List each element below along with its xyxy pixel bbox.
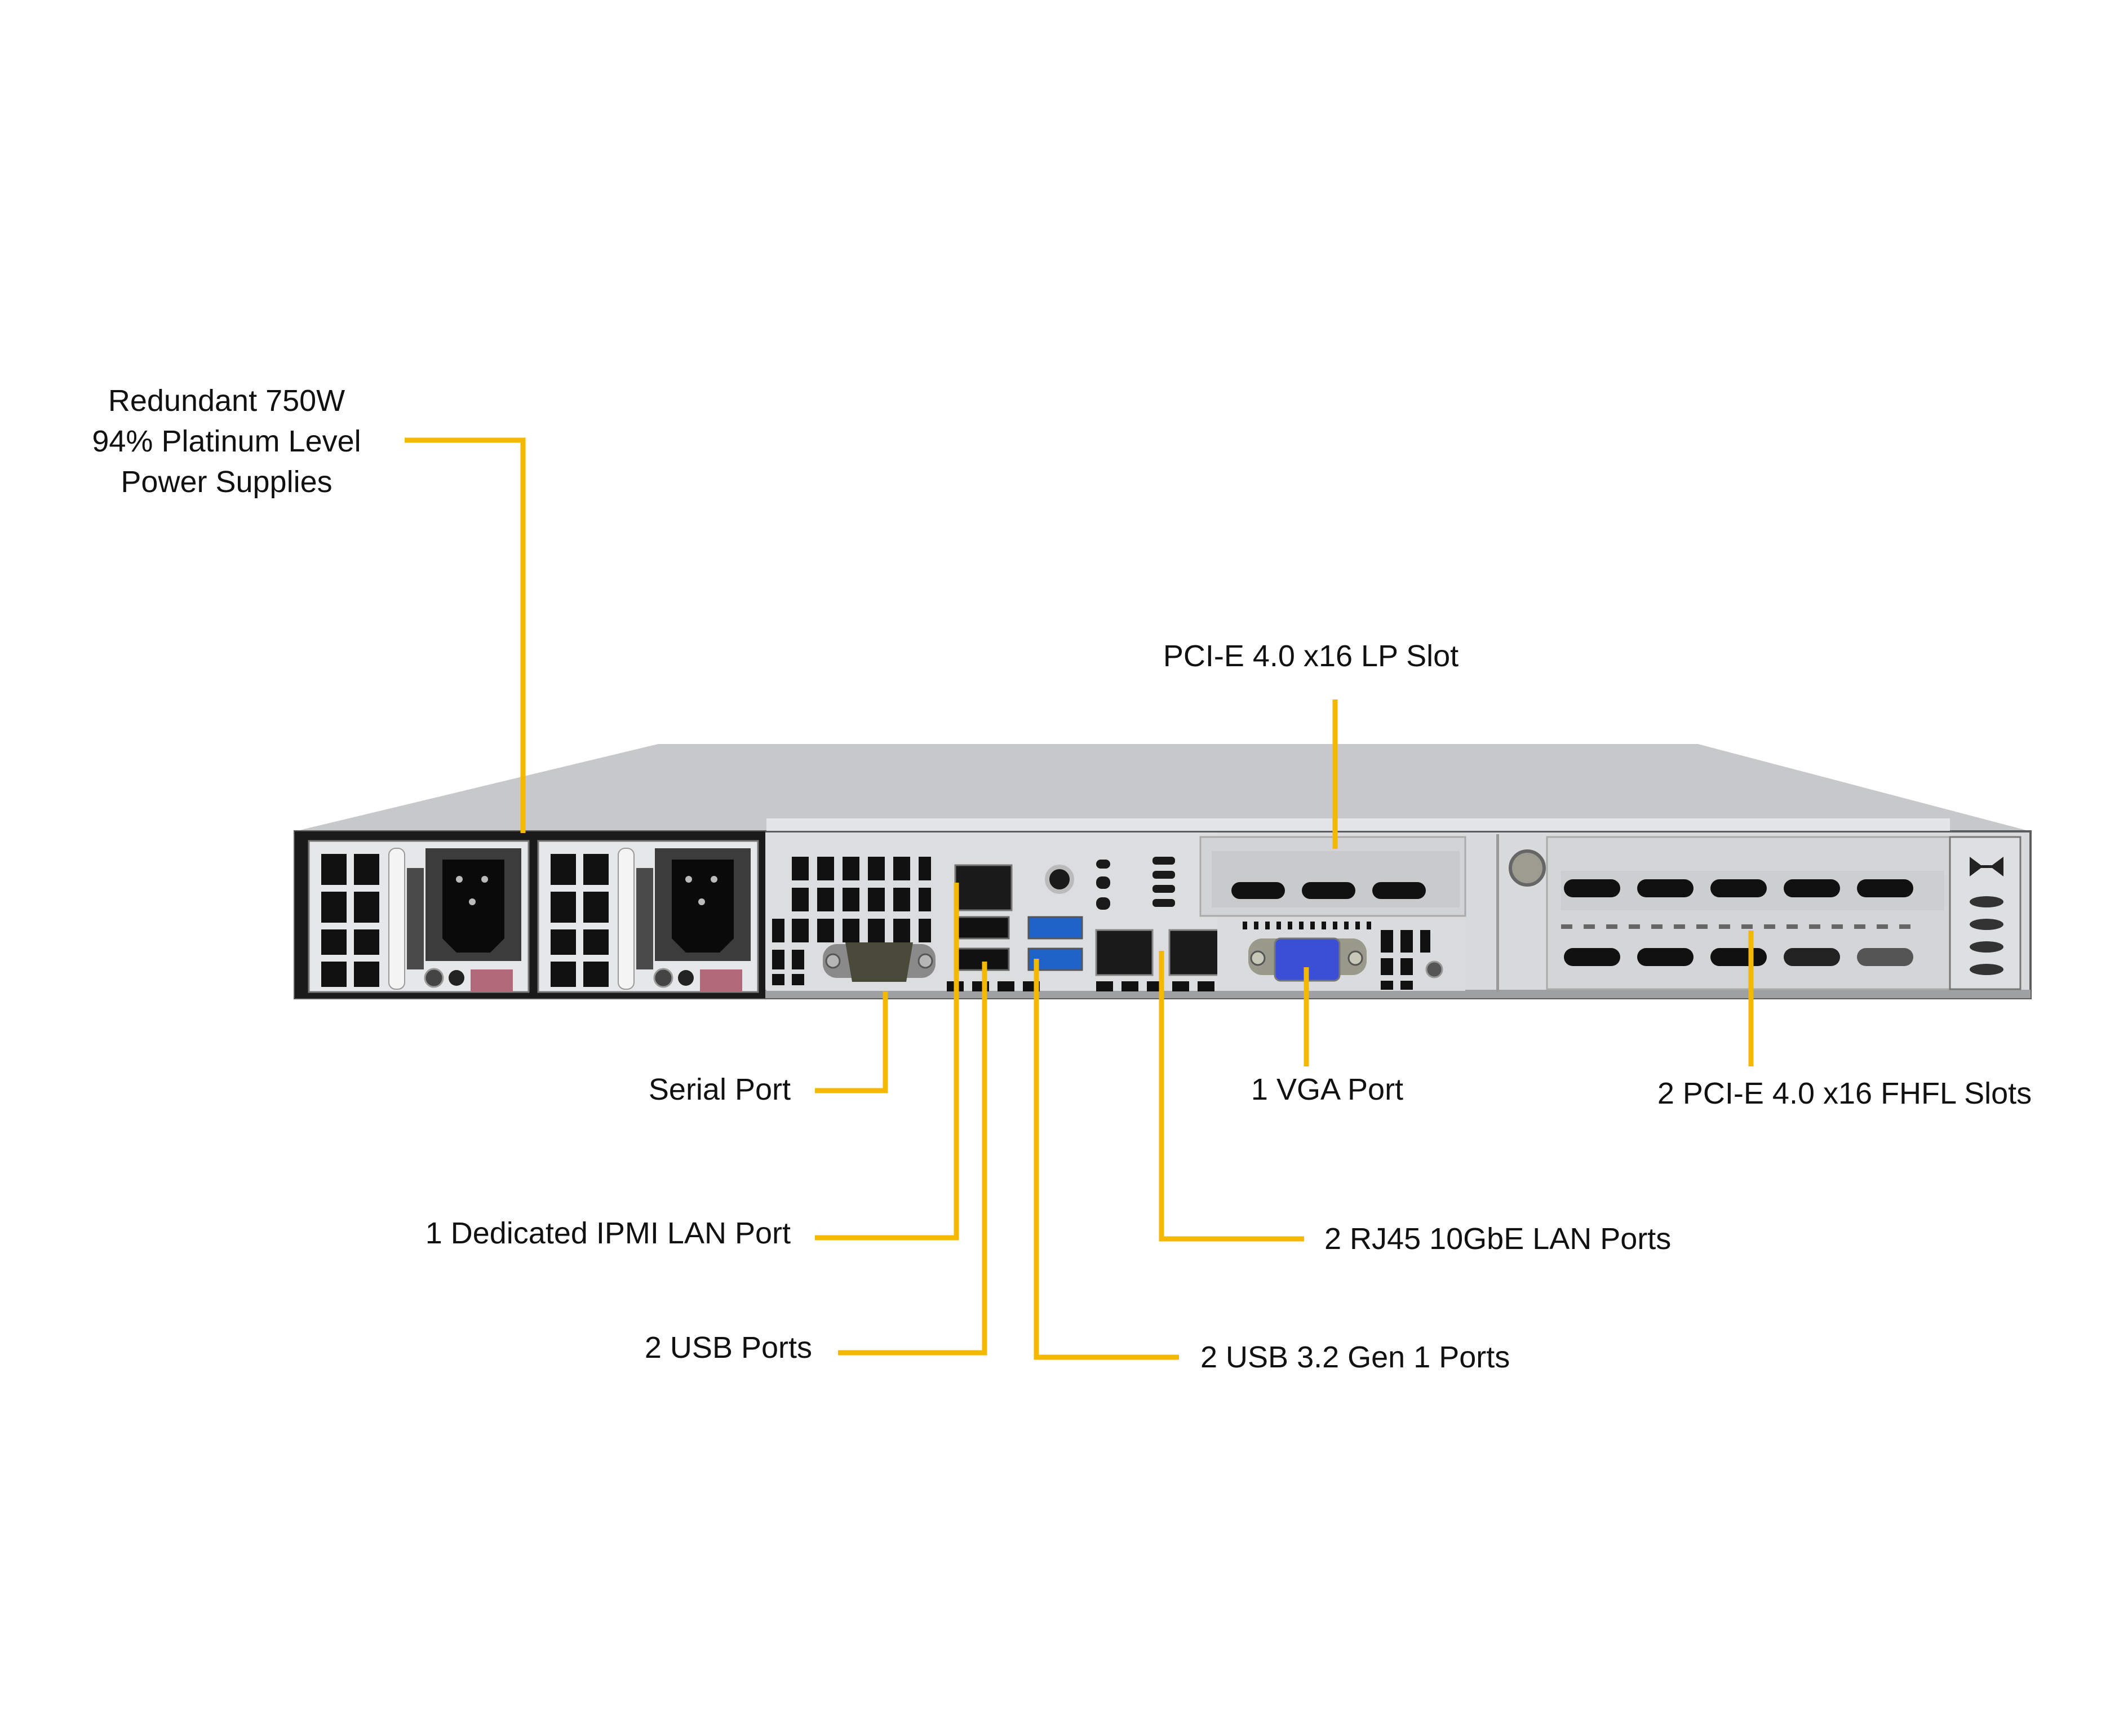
uid-button [1045,865,1074,894]
rack-ear [1949,836,2022,990]
usb-port-1 [957,916,1010,940]
riser-divider [1496,834,1499,992]
leader-lines [405,437,1754,1360]
leader-rj45-lan-ports [1159,951,1304,1242]
callout-serial-port: Serial Port [648,1073,791,1106]
usb32-port-1 [1027,916,1083,940]
psu-led [424,968,444,988]
psu-fan [636,868,653,969]
serial-port-connector [823,942,936,982]
psu-fan [407,868,424,969]
callout-pcie-lp-slot: PCI-E 4.0 x16 LP Slot [1163,639,1459,673]
psu-release-tab [700,969,742,992]
callout-line: 94% Platinum Level [92,424,361,458]
callout-pcie-fhfl-slots: 2 PCI-E 4.0 x16 FHFL Slots [1657,1077,2032,1110]
status-leds [1096,857,1175,910]
psu-vent-grid [321,854,379,987]
callout-rj45-lan-ports: 2 RJ45 10GbE LAN Ports [1324,1222,1672,1256]
ipmi-lan-connector [954,864,1013,911]
chassis-top-lip [766,818,1950,831]
psu-release-tab [471,969,513,992]
leader-ipmi-lan-port [815,883,959,1241]
psu-vent-grid [551,854,609,987]
callout-usb-ports: 2 USB Ports [644,1331,812,1365]
psu-led [653,968,673,988]
callout-vga-port: 1 VGA Port [1251,1073,1404,1106]
leader-usb-ports [838,962,987,1356]
ac-inlet-icon [672,860,734,953]
callout-line: Power Supplies [121,465,333,499]
ac-inlet-icon [442,860,504,953]
callout-ipmi-lan-port: 1 Dedicated IPMI LAN Port [425,1216,791,1250]
leader-usb32-ports [1034,959,1179,1360]
psu-handle [618,848,635,990]
usb32-port-2 [1027,947,1083,971]
callout-line: Redundant 750W [108,384,345,418]
power-supply-1 [308,840,530,993]
io-panel [766,833,1227,991]
callout-usb32-ports: 2 USB 3.2 Gen 1 Ports [1200,1340,1510,1374]
power-supply-2 [537,840,759,993]
rj45-lan-connector-1 [1095,929,1154,976]
psu-handle [388,848,405,990]
callout-power-supplies: Redundant 750W 94% Platinum Level Power … [92,380,361,502]
io-vent-grid [772,857,931,985]
leader-serial-port [815,991,888,1093]
pcie-lp-slot-bracket [1199,836,1466,917]
thumbscrew [1509,849,1546,887]
leader-power-supplies [405,437,526,833]
chassis-top [295,744,2031,831]
